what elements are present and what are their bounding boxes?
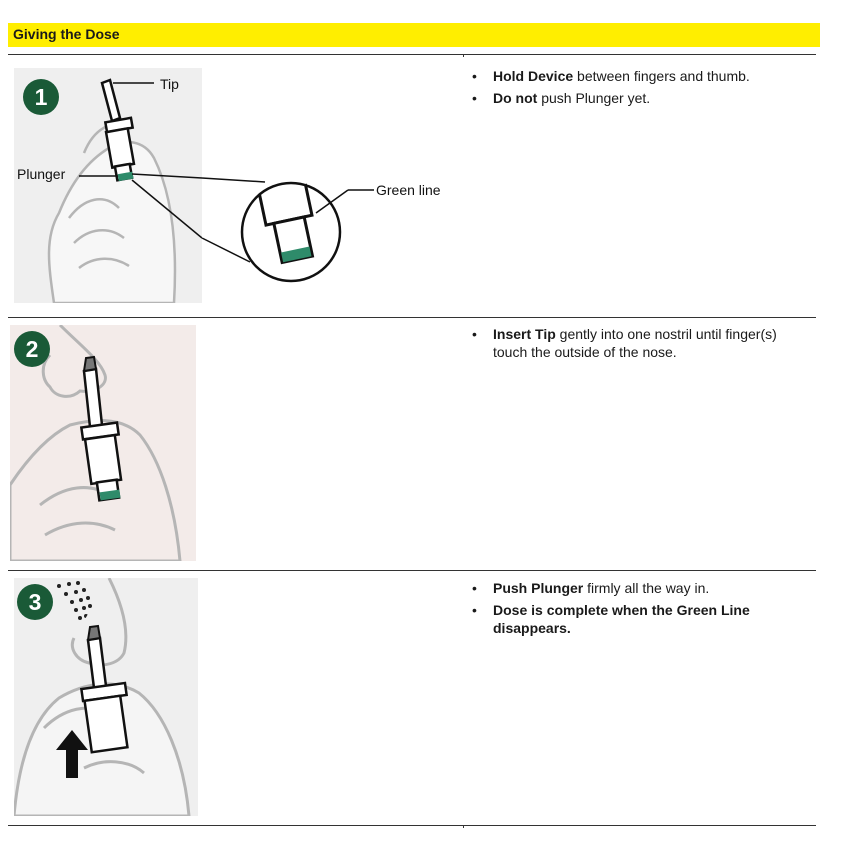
column-tick: [463, 54, 464, 57]
step-number: 3: [29, 589, 42, 615]
step-1-illustration: [14, 68, 202, 303]
section-header: Giving the Dose: [8, 23, 820, 47]
step-number: 1: [35, 84, 48, 110]
step-3-instructions: Push Plunger firmly all the way in. Dose…: [470, 579, 810, 641]
step-2-instructions: Insert Tip gently into one nostril until…: [470, 325, 810, 365]
step-1-instructions: Hold Device between fingers and thumb. D…: [470, 67, 810, 111]
list-item: Insert Tip gently into one nostril until…: [470, 325, 810, 361]
step-number-badge: 1: [23, 79, 59, 115]
step-number-badge: 2: [14, 331, 50, 367]
divider-bottom: [8, 825, 816, 826]
tip-label: Tip: [160, 76, 179, 92]
divider-step-3: [8, 570, 816, 571]
plunger-label: Plunger: [17, 166, 66, 182]
green-line-label: Green line: [376, 182, 441, 198]
divider-top: [8, 54, 816, 55]
list-item: Do not push Plunger yet.: [470, 89, 810, 107]
section-title: Giving the Dose: [13, 26, 120, 42]
list-item: Hold Device between fingers and thumb.: [470, 67, 810, 85]
list-item: Push Plunger firmly all the way in.: [470, 579, 810, 597]
step-number-badge: 3: [17, 584, 53, 620]
step-3-illustration: [14, 578, 198, 816]
column-tick: [463, 825, 464, 828]
list-item: Dose is complete when the Green Line dis…: [470, 601, 810, 637]
step-number: 2: [26, 336, 39, 362]
divider-step-2: [8, 317, 816, 318]
